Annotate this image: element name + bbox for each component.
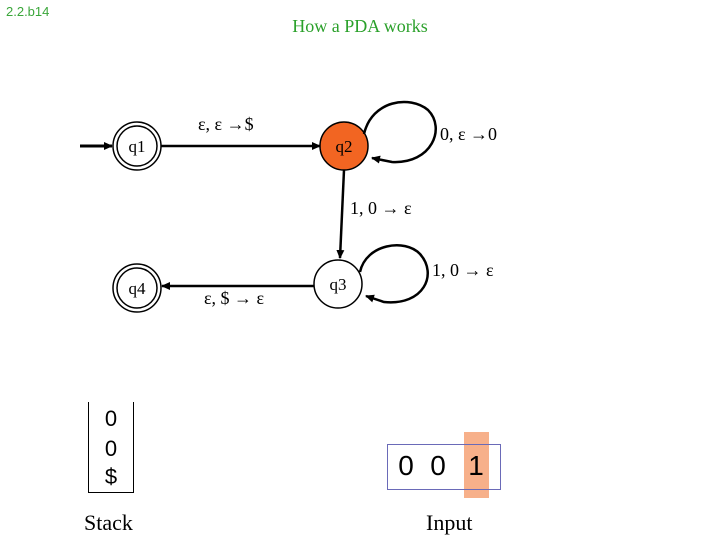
state-q4: q4 (112, 263, 162, 313)
edge-q1-q2-label: ε, ε →$ (198, 114, 254, 134)
input-symbol: 0 (398, 450, 414, 481)
edge-q2-q3-label: 1, 0 → ε (350, 198, 412, 218)
edge-q3-loop-label: 1, 0 → ε (432, 260, 494, 280)
input-head-highlight (464, 432, 489, 498)
edge-q3-loop (358, 244, 429, 304)
slide-id: 2.2.b14 (6, 4, 50, 19)
stack-cell: 0 (104, 406, 118, 431)
state-q3: q3 (313, 259, 363, 309)
stack-cell: $ (104, 464, 118, 489)
state-q2: q2 (319, 121, 369, 171)
stack-label: Stack (84, 510, 133, 535)
slide-title: How a PDA works (292, 16, 428, 36)
state-q1-label: q1 (129, 137, 146, 156)
stack-container: 0 0 $ (88, 402, 134, 493)
edge-q3-q4-label: ε, $ → ε (204, 288, 265, 308)
state-q2-label: q2 (336, 137, 353, 156)
state-q3-label: q3 (330, 275, 347, 294)
state-q1: q1 (112, 121, 162, 171)
input-symbol: 0 (430, 450, 446, 481)
state-q4-label: q4 (129, 279, 147, 298)
stack-cell: 0 (104, 436, 118, 461)
edge-q2-loop (362, 100, 437, 164)
edge-q2-loop-label: 0, ε →0 (440, 124, 497, 144)
input-label: Input (426, 510, 473, 535)
edge-q2-q3 (336, 169, 346, 259)
input-tape (387, 444, 501, 490)
input-symbol-current: 1 (468, 450, 484, 481)
